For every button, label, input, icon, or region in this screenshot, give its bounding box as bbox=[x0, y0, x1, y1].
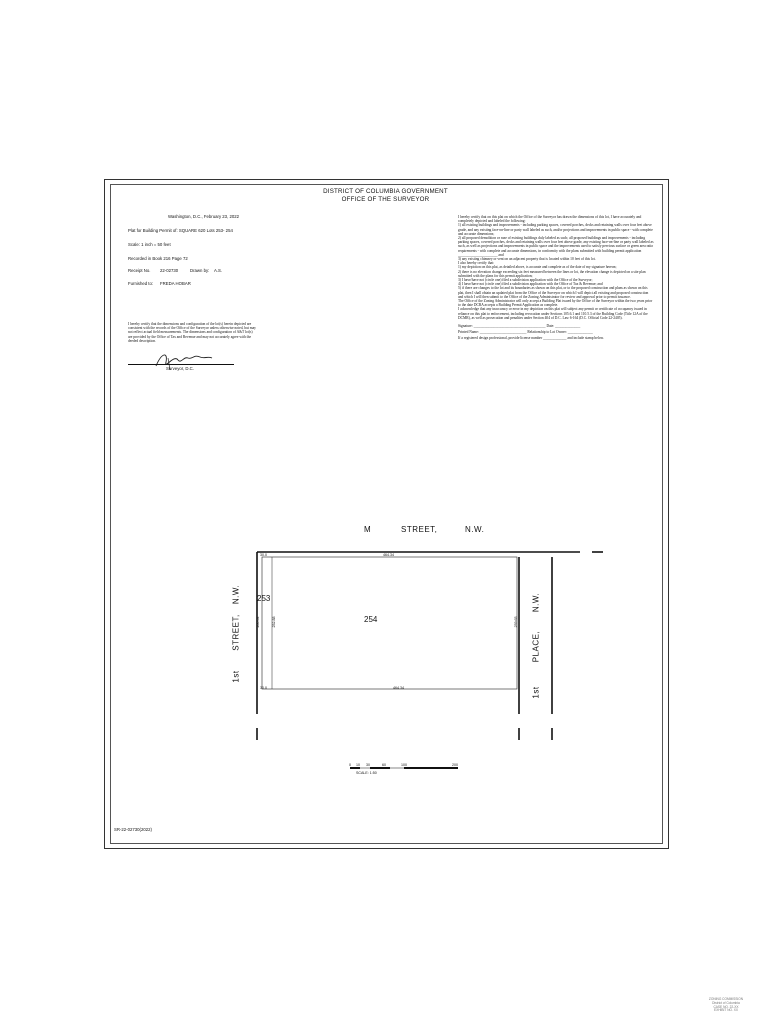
cert-para: 4) I have/have not (circle one) filed a … bbox=[458, 282, 603, 287]
scale-line: Scale: 1 inch = 50 feet bbox=[128, 242, 171, 247]
scale-bar bbox=[350, 767, 458, 769]
dim-left-b: 252.88 bbox=[272, 616, 276, 628]
surveyor-title: Surveyor, D.C. bbox=[166, 366, 194, 371]
cert-para: 5) if there are changes to the lot and i… bbox=[458, 286, 649, 299]
cert-para: I acknowledge that any inaccuracy or err… bbox=[458, 307, 648, 320]
drawn-by-label: Drawn by: bbox=[190, 268, 210, 273]
signature-line: Signature: _____________________________… bbox=[458, 324, 581, 329]
street-m-word: STREET, bbox=[401, 525, 438, 534]
street-m-nw: N.W. bbox=[465, 525, 485, 534]
receipt-label: Receipt No. bbox=[128, 268, 151, 273]
street-m-letter: M bbox=[364, 525, 372, 534]
plat-for-line: Plat for Building Permit of: SQUARE 620 … bbox=[128, 228, 233, 233]
drawn-by-value: A.S. bbox=[214, 268, 223, 273]
furnished-to-label: Furnished to: bbox=[128, 281, 154, 286]
plat-inner-border bbox=[110, 184, 663, 844]
scale-tick: 30 bbox=[366, 763, 370, 767]
receipt-value: 22-02730 bbox=[160, 268, 179, 273]
dim-top: 464.34 bbox=[383, 553, 394, 557]
header-office: OFFICE OF THE SURVEYOR bbox=[341, 196, 430, 203]
dim-bottom-left: 30.0 bbox=[260, 686, 267, 690]
printed-name-line: Printed Name: __________________________… bbox=[458, 330, 593, 335]
exhibit-stamp: ZONING COMMISSION District of Columbia C… bbox=[700, 997, 752, 1013]
scale-tick: 0 bbox=[349, 763, 351, 767]
cert-para: 1) my depiction on this plat, as detaile… bbox=[458, 265, 617, 270]
stamp-line: ZONING COMMISSION bbox=[708, 997, 744, 1001]
furnished-to-value: FREDA HOBAR bbox=[160, 281, 191, 286]
scale-tick: 60 bbox=[382, 763, 386, 767]
lot-254-label: 254 bbox=[364, 615, 378, 624]
scale-tick: 10 bbox=[356, 763, 360, 767]
cert-para: 2) all proposed demolition or raze of ex… bbox=[458, 236, 654, 257]
dim-top-left: 30.0 bbox=[260, 553, 267, 557]
lot-253-label: 253 bbox=[257, 594, 271, 603]
recorded-line: Recorded in Book 216 Page 72 bbox=[128, 256, 188, 261]
lot-boundary bbox=[261, 556, 518, 690]
dim-left-a: 260.64 bbox=[256, 616, 260, 628]
professional-line: If a registered design professional, pro… bbox=[458, 336, 604, 341]
cert-para: 3) I have/have not (circle one) filed a … bbox=[458, 278, 593, 283]
dim-right: 259.65 bbox=[514, 616, 518, 628]
scale-tick: 200 bbox=[452, 763, 458, 767]
cert-para: 2) there is no elevation change exceedin… bbox=[458, 269, 646, 278]
plat-outer-border bbox=[104, 179, 669, 849]
stamp-line: EXHIBIT NO. XX bbox=[713, 1008, 739, 1013]
surveyor-certification: I hereby certify that the dimensions and… bbox=[128, 322, 256, 343]
cert-para: 1) all existing buildings and improvemen… bbox=[458, 223, 653, 236]
stamp-line: CASE NO. 22-XX bbox=[713, 1004, 739, 1009]
header-agency: DISTRICT OF COLUMBIA GOVERNMENT bbox=[323, 188, 448, 195]
surveyor-signature-line bbox=[128, 364, 234, 365]
stamp-line: District of Columbia bbox=[712, 1000, 740, 1005]
date-line: Washington, D.C., February 23, 2022 bbox=[168, 214, 240, 219]
scale-label: SCALE: 1:50 bbox=[356, 771, 377, 775]
owner-certification: I hereby certify that on this plat on wh… bbox=[458, 215, 654, 341]
cert-para: I hereby certify that on this plat on wh… bbox=[458, 215, 642, 224]
plat-drawing bbox=[256, 551, 603, 740]
cert-para: 3) any existing chimney or vent on an ad… bbox=[458, 257, 596, 262]
cert-para: I also hereby certify that: bbox=[458, 261, 495, 266]
scale-tick: 100 bbox=[401, 763, 407, 767]
dim-bottom: 464.34 bbox=[393, 686, 404, 690]
cert-para: The Office of the Zoning Administrator w… bbox=[458, 299, 653, 308]
plat-reference-number: SR-22-02730(2022) bbox=[114, 827, 152, 832]
